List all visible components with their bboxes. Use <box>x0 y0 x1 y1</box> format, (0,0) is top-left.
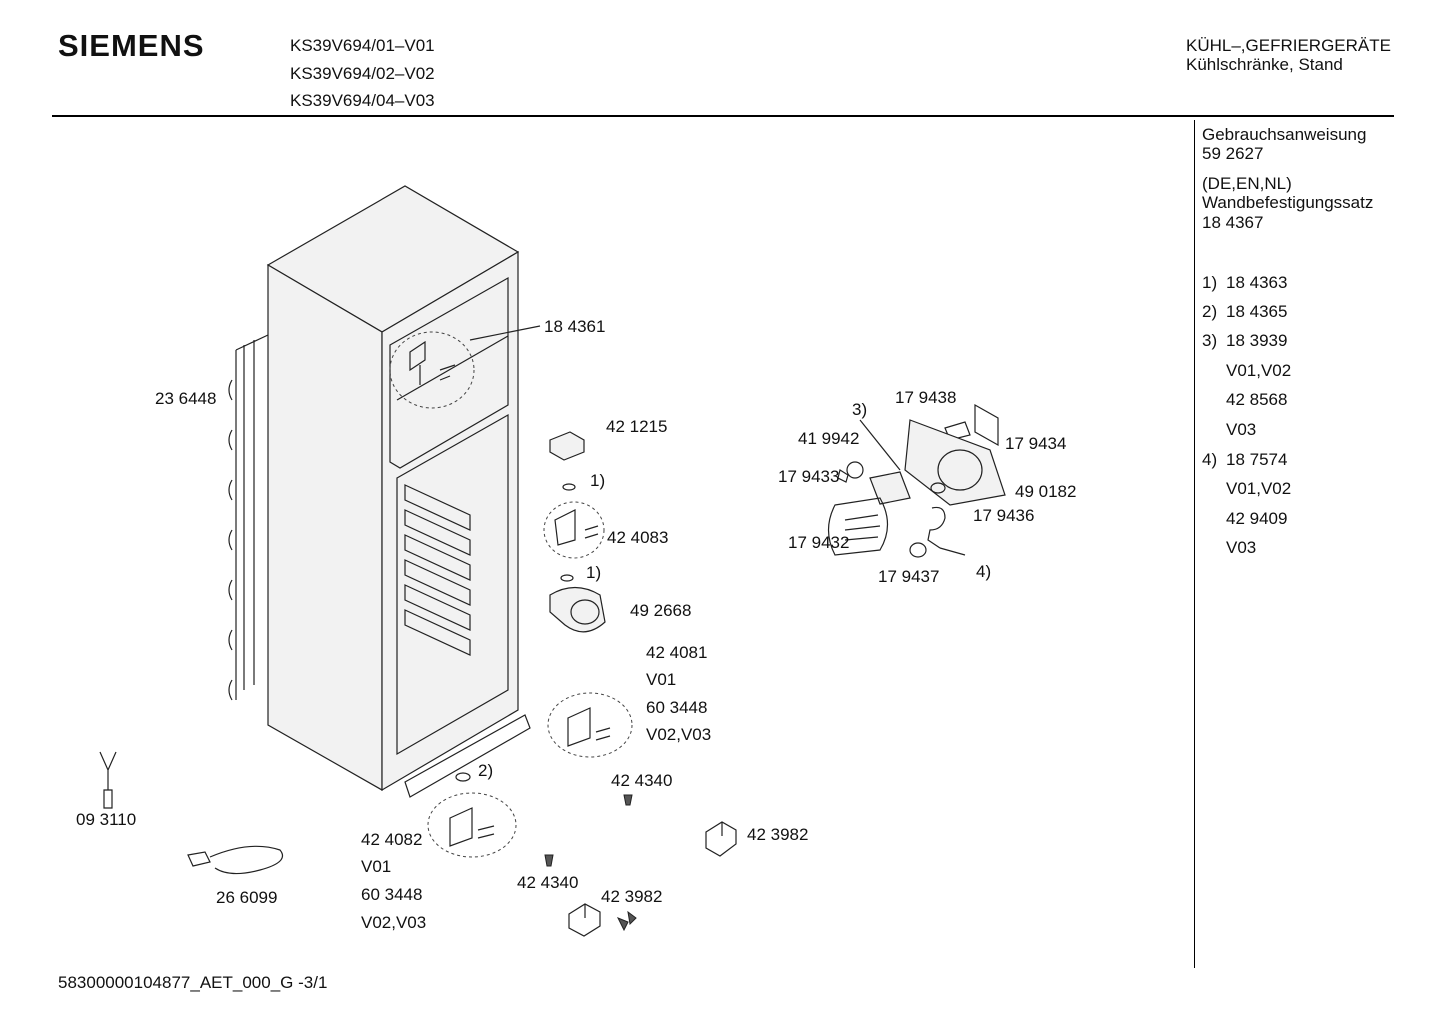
sidebar-divider <box>1194 120 1195 968</box>
freezer-drawers <box>404 484 471 656</box>
manual-label: Gebrauchsanweisung <box>1202 125 1367 144</box>
variant-label: V02,V03 <box>361 913 427 932</box>
ref-value: 18 3939 <box>1226 331 1288 350</box>
ref-value: 42 9409 <box>1226 509 1288 528</box>
screw-pair <box>616 910 637 932</box>
part-label: 18 4361 <box>544 317 606 336</box>
power-cord <box>187 845 284 875</box>
footnote-marker: 2) <box>478 761 494 780</box>
clip <box>705 821 737 857</box>
variant-label: V01 <box>361 857 392 876</box>
part-label: 09 3110 <box>76 810 137 829</box>
part-label: 60 3448 <box>361 885 423 904</box>
lamp-assembly <box>827 403 1006 558</box>
ref-value: 42 8568 <box>1226 390 1288 409</box>
part-label: 42 4082 <box>361 830 423 849</box>
leader-line <box>469 325 541 341</box>
wall-kit-label: Wandbefestigungssatz <box>1202 193 1374 212</box>
screw <box>623 794 633 806</box>
base-plate <box>404 714 531 798</box>
part-label: 42 3982 <box>601 887 663 906</box>
part-label: 17 9437 <box>878 567 940 586</box>
part-label: 17 9434 <box>1005 434 1067 453</box>
ref-key: 4) <box>1202 450 1218 469</box>
part-label: 23 6448 <box>155 389 217 408</box>
ref-value: V03 <box>1226 538 1257 557</box>
fridge-cabinet <box>266 185 520 792</box>
ref-value: V01,V02 <box>1226 361 1292 380</box>
brand-logo: SIEMENS <box>58 28 205 63</box>
footnote-marker: 1) <box>586 563 602 582</box>
part-label: 60 3448 <box>646 698 708 717</box>
ref-value: 18 4365 <box>1226 302 1288 321</box>
part-label: 42 3982 <box>747 825 809 844</box>
category-title: KÜHL–,GEFRIERGERÄTE <box>1186 36 1391 55</box>
ref-value: V03 <box>1226 420 1257 439</box>
category-subtitle: Kühlschränke, Stand <box>1186 55 1343 74</box>
part-label: 17 9438 <box>895 388 957 407</box>
part-label: 49 2668 <box>630 601 692 620</box>
part-label: 17 9436 <box>973 506 1035 525</box>
light-cover <box>549 431 585 461</box>
part-label: 49 0182 <box>1015 482 1077 501</box>
ref-key: 2) <box>1202 302 1218 321</box>
part-label: 26 6099 <box>216 888 278 907</box>
ref-key: 3) <box>1202 331 1218 350</box>
ref-key: 1) <box>1202 273 1218 292</box>
condenser-coil <box>228 334 269 701</box>
part-label: 17 9432 <box>788 533 850 552</box>
footnote-marker: 1) <box>590 471 606 490</box>
temperature-sensor <box>99 751 117 809</box>
clip <box>568 903 601 937</box>
manual-number: 59 2627 <box>1202 144 1264 163</box>
screw <box>544 854 554 867</box>
part-label: 42 4081 <box>646 643 708 662</box>
document-id: 58300000104877_AET_000_G -3/1 <box>58 973 328 992</box>
variant-label: V01 <box>646 670 677 689</box>
footnote-marker: 4) <box>976 562 992 581</box>
part-label: 42 1215 <box>606 417 668 436</box>
part-label: 41 9942 <box>798 429 860 448</box>
ref-value: 18 4363 <box>1226 273 1288 292</box>
ref-value: V01,V02 <box>1226 479 1292 498</box>
header-divider <box>52 115 1394 117</box>
footnote-marker: 3) <box>852 400 868 419</box>
part-label: 17 9433 <box>778 467 840 486</box>
part-label: 42 4083 <box>607 528 669 547</box>
model-number-3: KS39V694/04–V03 <box>290 91 435 110</box>
middle-hinge-detail <box>547 692 633 758</box>
part-label: 42 4340 <box>517 873 579 892</box>
wall-kit-number: 18 4367 <box>1202 213 1264 232</box>
manual-languages: (DE,EN,NL) <box>1202 174 1292 193</box>
fan-cover <box>549 586 606 633</box>
door-bearing-detail <box>543 501 605 559</box>
ref-value: 18 7574 <box>1226 450 1288 469</box>
model-number-1: KS39V694/01–V01 <box>290 36 435 55</box>
upper-hinge-detail <box>389 331 475 409</box>
variant-label: V02,V03 <box>646 725 712 744</box>
part-label: 42 4340 <box>611 771 673 790</box>
exploded-view-drawing <box>99 185 1006 937</box>
model-number-2: KS39V694/02–V02 <box>290 64 435 83</box>
bottom-hinge-detail <box>427 792 517 858</box>
